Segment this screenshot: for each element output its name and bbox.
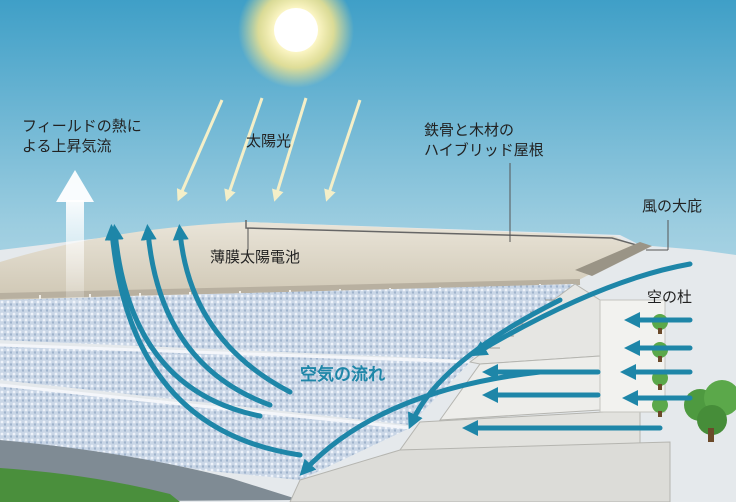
label-sunlight: 太陽光 [246,132,292,150]
outer-structure [289,441,671,502]
sunlight-ray-icon [176,97,362,202]
lower-stand [0,385,410,480]
label-air-flow: 空気の流れ [300,365,385,385]
label-field-heat-updraft: フィールドの熱に よる上昇気流 [22,116,142,156]
hybrid-roof [0,222,640,300]
label-hybrid-roof: 鉄骨と木材の ハイブリッド屋根 [424,120,544,160]
updraft-arrow-icon [56,170,94,310]
label-sky-grove: 空の杜 [647,288,693,306]
tree-icon [684,380,736,442]
label-roof-line1: 鉄骨と木材の [424,121,515,139]
tier-rail [0,383,411,430]
wind-eave [575,242,652,276]
middle-stand [0,345,470,425]
upper-stand [0,284,575,360]
label-roof-line2: ハイブリッド屋根 [424,141,544,159]
airflow-arrow-icon [104,224,693,476]
roof-edge-line [245,220,641,247]
sun-icon [238,0,354,88]
label-wind-eave: 風の大庇 [642,197,703,215]
label-solar-cells: 薄膜太陽電池 [210,248,301,266]
label-field-heat-line1: フィールドの熱に [22,117,142,135]
roof-underside [0,279,581,299]
field-grass [0,468,180,502]
label-field-heat-line2: よる上昇気流 [22,137,112,155]
